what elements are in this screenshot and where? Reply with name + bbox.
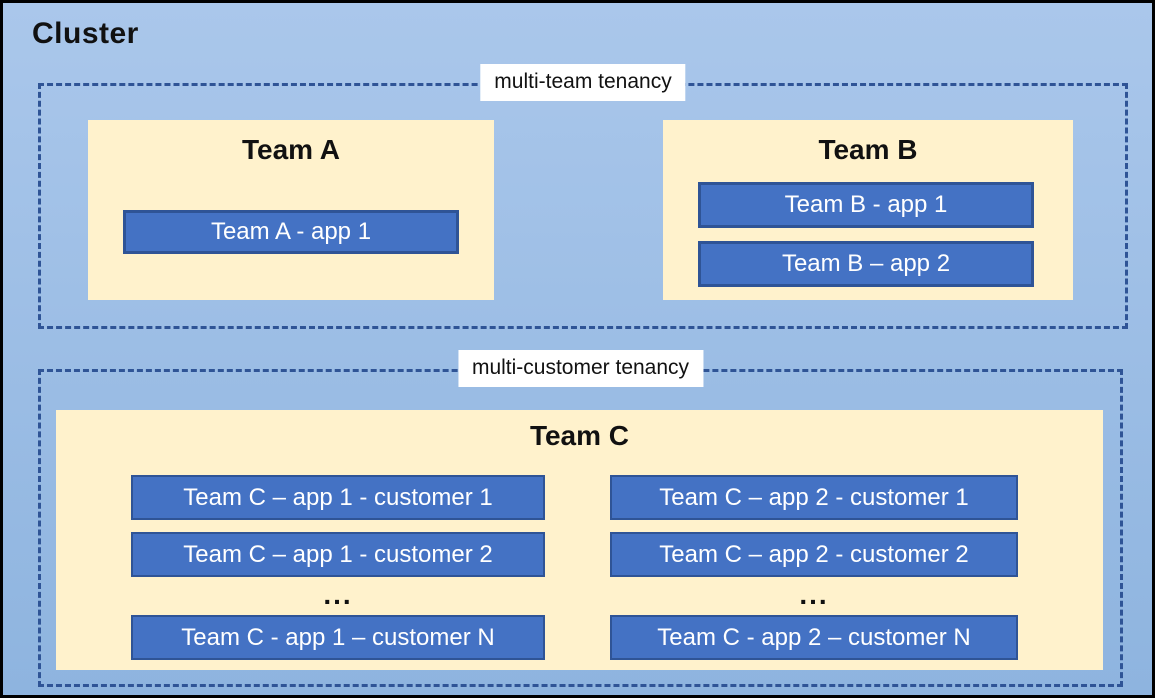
team-c-app2-customer-2-box: Team C – app 2 - customer 2 [610,532,1018,577]
team-c-title: Team C [529,420,630,451]
team-c-app2-customer-n-box: Team C - app 2 – customer N [610,615,1018,660]
team-c-app2-customer-1-box: Team C – app 2 - customer 1 [610,475,1018,520]
team-c-app1-customer-2-box: Team C – app 1 - customer 2 [131,532,545,577]
team-b-title: Team B [818,134,918,165]
team-c-app2-ellipsis: ... [799,579,829,610]
team-a-title: Team A [241,134,341,165]
team-a-panel: Team A Team A - app 1 [88,120,494,300]
team-c-app-1-column: Team C – app 1 - customer 1 Team C – app… [131,475,545,660]
team-b-app-2-box: Team B – app 2 [698,241,1034,287]
multi-team-tenancy-group: multi-team tenancy Team A Team A - app 1… [38,64,1128,329]
cluster-title: Cluster [32,17,139,50]
multi-customer-tenancy-label: multi-customer tenancy [457,350,704,387]
team-c-app1-ellipsis: ... [323,579,353,610]
team-a-app-1-box: Team A - app 1 [123,210,459,254]
team-c-app-2-column: Team C – app 2 - customer 1 Team C – app… [610,475,1018,660]
team-c-panel: Team C Team C – app 1 - customer 1 Team … [56,410,1103,670]
team-b-panel: Team B Team B - app 1 Team B – app 2 [663,120,1073,300]
team-b-app-1-box: Team B - app 1 [698,182,1034,228]
multi-team-tenancy-label: multi-team tenancy [480,64,686,101]
team-c-app1-customer-n-box: Team C - app 1 – customer N [131,615,545,660]
team-c-app1-customer-1-box: Team C – app 1 - customer 1 [131,475,545,520]
multi-customer-tenancy-group: multi-customer tenancy Team C Team C – a… [38,350,1123,687]
